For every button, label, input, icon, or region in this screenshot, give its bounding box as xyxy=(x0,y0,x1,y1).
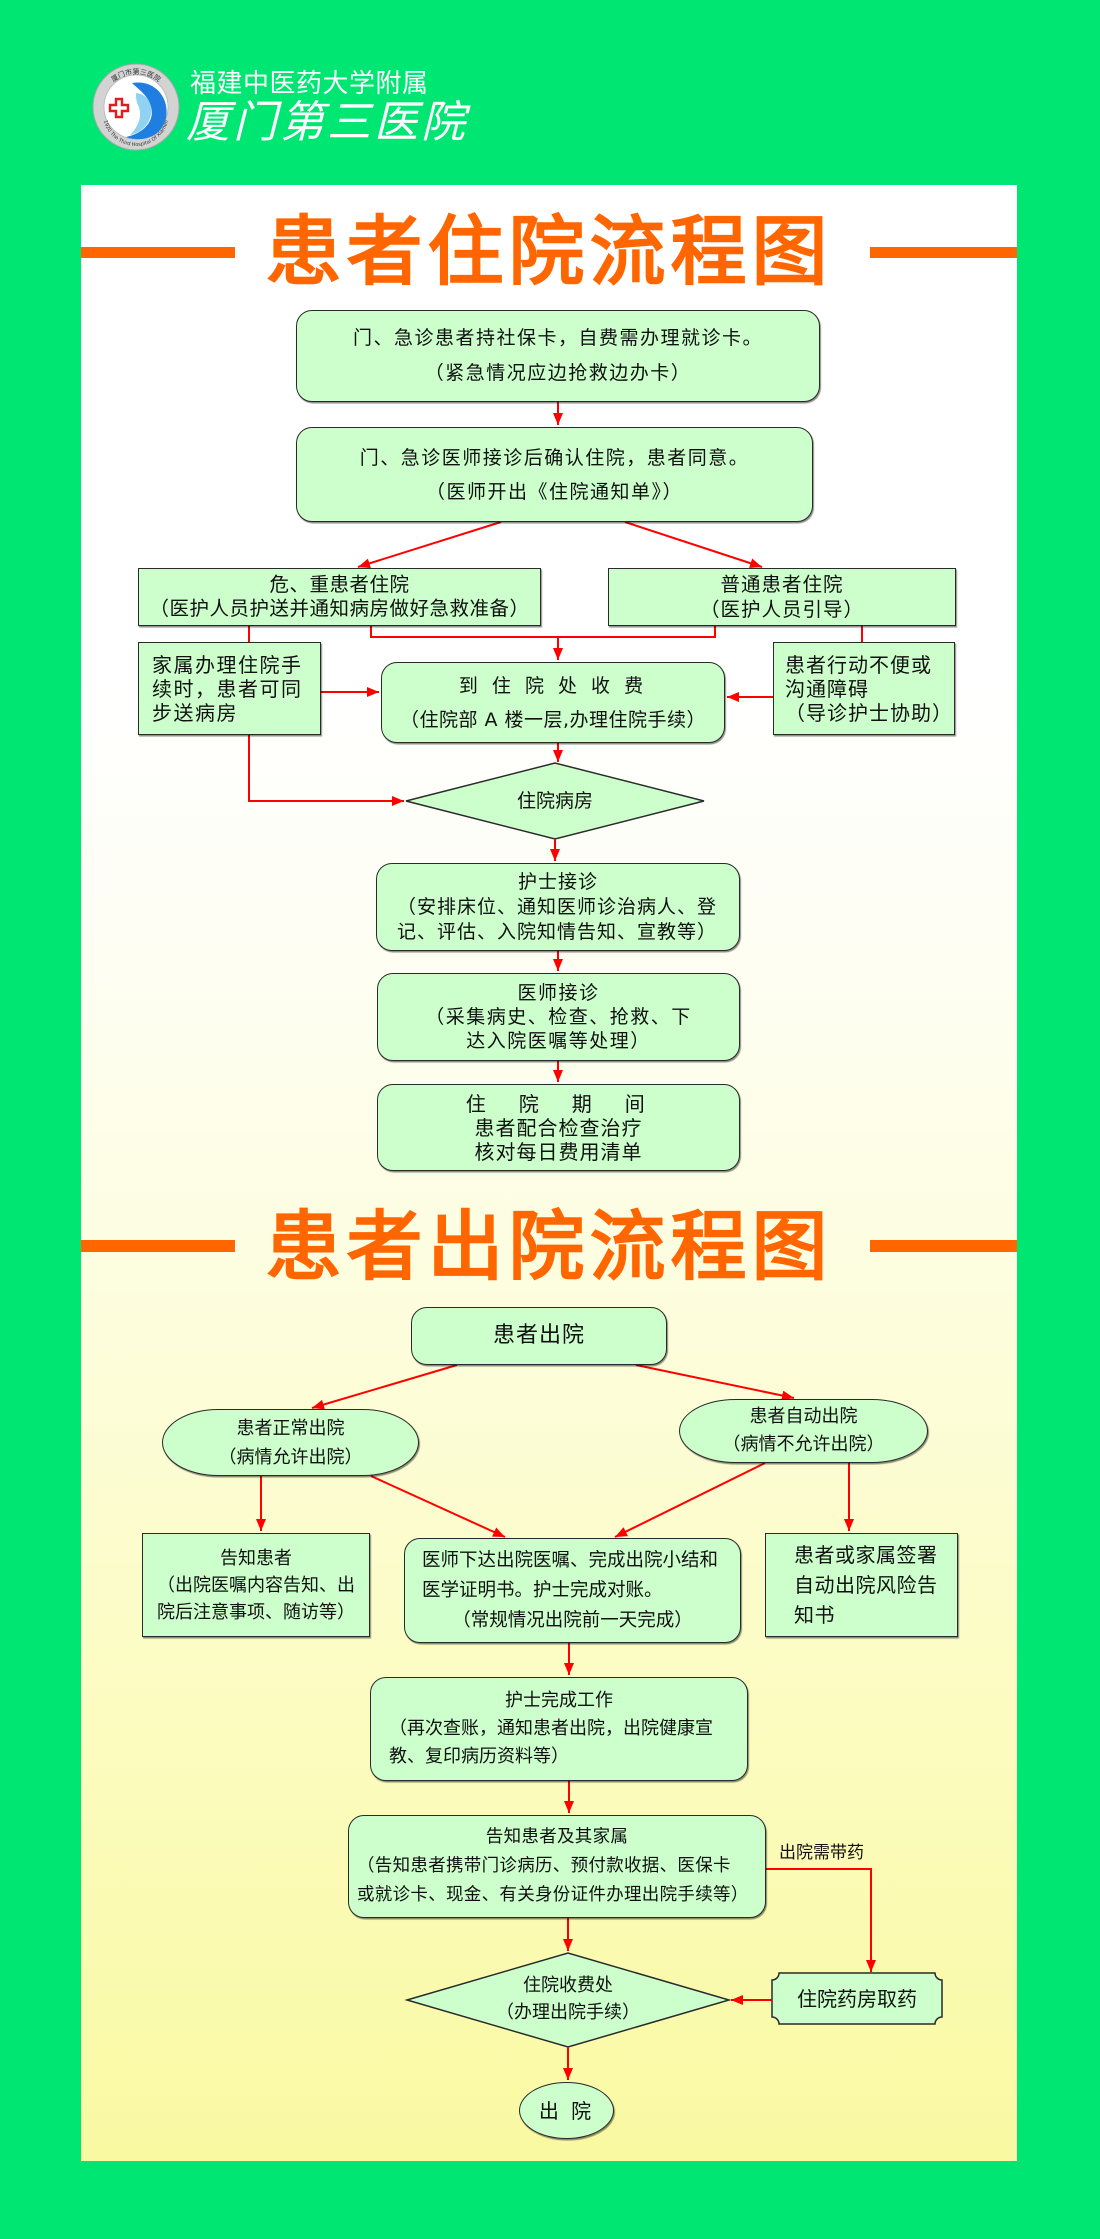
node-text-line: 医师接诊 xyxy=(517,982,600,1004)
node-admission-cashier: 到 住 院 处 收 费 （住院部 A 楼一层,办理住院手续） xyxy=(381,662,725,743)
node-critical-patient: 危、重患者住院 （医护人员护送并通知病房做好急救准备） xyxy=(138,568,541,626)
node-text-line: （告知患者携带门诊病历、预付款收据、医保卡 xyxy=(357,1856,731,1876)
hospital-logo-icon: 厦门市第三医院 1920 The Third Hospital Of Xiame… xyxy=(92,63,180,151)
node-text-line: 患者自动出院 xyxy=(749,1406,858,1427)
connector-merge-to-cashier xyxy=(370,626,716,638)
node-family-procedures: 家属办理住院手 续时，患者可同 步送病房 xyxy=(138,642,321,735)
node-text-line: 医学证明书。护士完成对账。 xyxy=(422,1579,663,1601)
node-ward-label: 住院病房 xyxy=(455,788,655,814)
node-text-line: 患者或家属签署 xyxy=(794,1543,938,1567)
admission-flow-title: 患者住院流程图 xyxy=(265,207,833,296)
node-pharmacy-label: 住院药房取药 xyxy=(772,1985,942,2013)
hospital-name: 厦门第三医院 xyxy=(186,97,468,148)
node-exit: 出 院 xyxy=(519,2082,614,2139)
node-inform-patient: 告知患者 （出院医嘱内容告知、出 院后注意事项、随访等） xyxy=(142,1533,370,1637)
node-pharmacy-plaque xyxy=(771,1972,943,2025)
node-text-line: 住院药房取药 xyxy=(797,1987,917,2011)
node-text-line: 告知患者 xyxy=(220,1547,292,1569)
connector-inform-family-to-pharmacy xyxy=(766,1868,876,1972)
node-text-line: 知书 xyxy=(794,1603,835,1627)
node-text-line: 记、评估、入院知情告知、宣教等） xyxy=(397,920,718,943)
node-nurse-work: 护士完成工作 （再次查账，通知患者出院，出院健康宣 教、复印病历资料等） xyxy=(370,1677,748,1781)
node-discharge-start: 患者出院 xyxy=(411,1307,667,1365)
node-text-line: （紧急情况应边抢救边办卡） xyxy=(424,362,692,384)
node-text-line: 患者配合检查治疗 xyxy=(474,1115,643,1140)
connector-start-to-self xyxy=(635,1364,795,1401)
title-decor-bar-left xyxy=(81,1240,235,1252)
node-text-line: 续时，患者可同 xyxy=(152,676,303,701)
node-text-line: （安排床位、通知医师诊治病人、登 xyxy=(397,895,718,918)
node-discharge-cashier-label: 住院收费处 （办理出院手续） xyxy=(458,1972,678,2026)
node-text-line: 住院病房 xyxy=(516,790,593,812)
node-doctor-reception: 医师接诊 （采集病史、检查、抢救、下 达入院医嘱等处理） xyxy=(377,973,740,1061)
node-social-card: 门、急诊患者持社保卡，自费需办理就诊卡。 （紧急情况应边抢救边办卡） xyxy=(296,310,820,402)
node-doctor-discharge-orders: 医师下达出院医嘱、完成出院小结和 医学证明书。护士完成对账。 （常规情况出院前一… xyxy=(404,1538,741,1643)
node-text-line: 或就诊卡、现金、有关身份证件办理出院手续等） xyxy=(357,1885,749,1905)
title-decor-bar-left xyxy=(81,247,235,258)
node-text-line: 护士接诊 xyxy=(517,870,598,893)
node-text-line: 患者正常出院 xyxy=(236,1417,345,1439)
node-text-line: （导诊护士协助） xyxy=(785,700,953,725)
connector-normal-to-doctor-orders xyxy=(370,1475,506,1538)
hospital-affiliation: 福建中医药大学附属 xyxy=(190,69,429,99)
node-ordinary-patient: 普通患者住院 （医护人员引导） xyxy=(608,568,956,626)
node-text-line: （医护人员引导） xyxy=(699,598,864,621)
node-text-line: 达入院医嘱等处理） xyxy=(466,1030,651,1052)
node-text-line: （住院部 A 楼一层,办理住院手续） xyxy=(399,708,707,731)
connector-confirm-to-critical xyxy=(357,521,502,569)
node-ward-diamond xyxy=(405,762,705,840)
node-text-line: （采集病史、检查、抢救、下 xyxy=(425,1006,692,1028)
node-text-line: 院后注意事项、随访等） xyxy=(157,1601,355,1623)
node-text-line: 患者行动不便或 xyxy=(785,652,932,677)
node-text-line: 出 院 xyxy=(538,2098,595,2123)
node-mobility-assist: 患者行动不便或 沟通障碍 （导诊护士协助） xyxy=(773,642,955,735)
node-normal-discharge: 患者正常出院 （病情允许出院） xyxy=(162,1409,419,1476)
node-text-line: 教、复印病历资料等） xyxy=(389,1746,569,1767)
title-decor-bar-right xyxy=(870,247,1017,258)
node-text-line: （病情不允许出院） xyxy=(722,1434,885,1455)
title-decor-bar-right xyxy=(870,1240,1017,1252)
node-sign-risk-notice: 患者或家属签署 自动出院风险告 知书 xyxy=(765,1533,958,1637)
node-text-line: 门、急诊医师接诊后确认住院，患者同意。 xyxy=(359,446,750,469)
node-text-line: 门、急诊患者持社保卡，自费需办理就诊卡。 xyxy=(352,327,763,349)
node-self-discharge: 患者自动出院 （病情不允许出院） xyxy=(679,1399,928,1463)
node-text-line: （办理出院手续） xyxy=(496,2002,640,2023)
node-text-line: 沟通障碍 xyxy=(785,676,869,701)
node-text-line: 普通患者住院 xyxy=(720,573,844,596)
node-text-line: 到 住 院 处 收 费 xyxy=(458,674,648,697)
connector-self-to-doctor-orders xyxy=(614,1462,766,1538)
connector-confirm-to-ordinary xyxy=(624,521,763,569)
node-text-line: 步送病房 xyxy=(152,700,238,725)
node-text-line: （出院医嘱内容告知、出 xyxy=(157,1574,355,1596)
node-text-line: 住 院 期 间 xyxy=(465,1091,652,1116)
node-text-line: 患者出院 xyxy=(492,1323,585,1348)
node-text-line: 危、重患者住院 xyxy=(269,573,410,596)
node-text-line: （再次查账，通知患者出院，出院健康宣 xyxy=(389,1718,713,1739)
connector-start-to-normal xyxy=(311,1364,458,1410)
node-text-line: 护士完成工作 xyxy=(505,1690,613,1711)
node-hospital-stay: 住 院 期 间 患者配合检查治疗 核对每日费用清单 xyxy=(377,1084,740,1171)
node-text-line: 医师下达出院医嘱、完成出院小结和 xyxy=(422,1549,719,1571)
node-text-line: （常规情况出院前一天完成） xyxy=(452,1609,693,1631)
node-confirm-admission: 门、急诊医师接诊后确认住院，患者同意。 （医师开出《住院通知单》） xyxy=(296,427,813,522)
edge-label-medication: 出院需带药 xyxy=(779,1843,864,1863)
node-text-line: 核对每日费用清单 xyxy=(474,1139,643,1164)
node-text-line: 自动出院风险告 xyxy=(794,1573,938,1597)
node-text-line: （病情允许出院） xyxy=(218,1446,363,1468)
node-text-line: 住院收费处 xyxy=(523,1975,613,1996)
node-discharge-cashier-diamond xyxy=(404,1952,732,2048)
node-text-line: 家属办理住院手 xyxy=(152,652,303,677)
node-text-line: （医师开出《住院通知单》） xyxy=(425,480,683,503)
node-text-line: （医护人员护送并通知病房做好急救准备） xyxy=(149,597,530,620)
node-nurse-reception: 护士接诊 （安排床位、通知医师诊治病人、登 记、评估、入院知情告知、宣教等） xyxy=(376,863,740,951)
hospital-logo: 厦门市第三医院 1920 The Third Hospital Of Xiame… xyxy=(92,63,180,151)
node-text-line: 告知患者及其家属 xyxy=(485,1827,629,1847)
node-inform-family: 告知患者及其家属 （告知患者携带门诊病历、预付款收据、医保卡 或就诊卡、现金、有… xyxy=(348,1815,766,1918)
discharge-flow-title: 患者出院流程图 xyxy=(265,1202,833,1291)
connector-family-to-ward xyxy=(248,735,404,806)
